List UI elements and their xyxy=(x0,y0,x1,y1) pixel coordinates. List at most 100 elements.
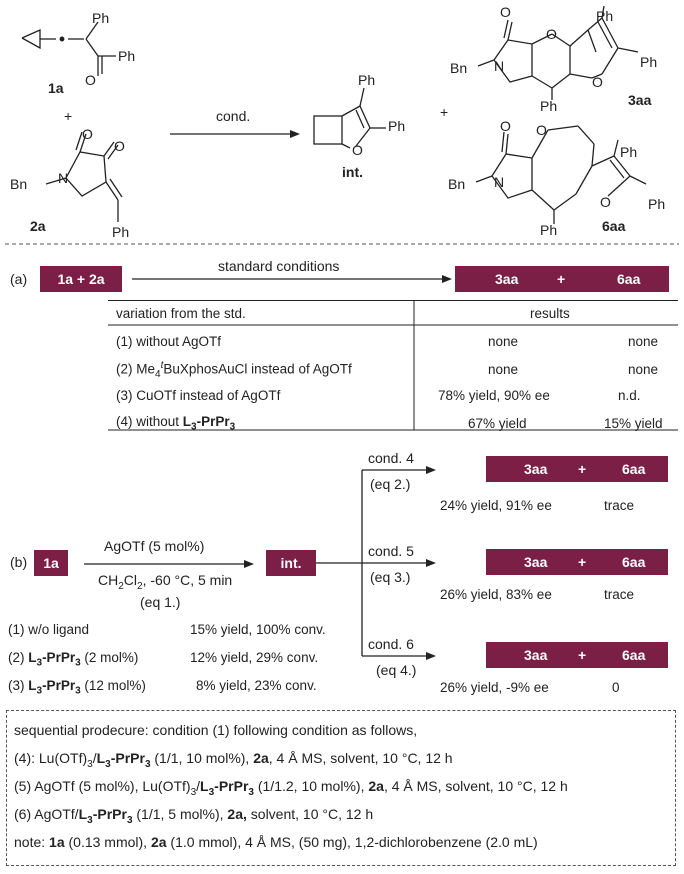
eq2-label: (eq 2.) xyxy=(370,476,411,492)
branch-1-result-3aa: 24% yield, 91% ee xyxy=(440,498,552,513)
part-a-tag: (a) xyxy=(10,271,28,287)
notes-line-1: sequential prodecure: condition (1) foll… xyxy=(14,722,418,738)
structure-1a xyxy=(21,21,116,76)
ligand-row: (3) L3-PrPr3 (12 mol%) xyxy=(8,678,146,697)
o-label: O xyxy=(500,118,511,134)
part-a-start-box: 1a + 2a xyxy=(40,266,122,292)
ligand-result: 12% yield, 29% conv. xyxy=(190,650,319,665)
structure-2a xyxy=(45,131,123,222)
part-a-table-rules xyxy=(108,300,678,431)
o-label: O xyxy=(114,138,125,154)
ph-label: Ph xyxy=(92,10,110,26)
product-6aa: 6aa xyxy=(617,271,641,287)
notes-box xyxy=(6,710,676,866)
notes-line-5: note: 1a (0.13 mmol), 2a (1.0 mmol), 4 Å… xyxy=(14,834,538,850)
header-variation: variation from the std. xyxy=(116,306,246,321)
part-a-product-box: 3aa + 6aa xyxy=(455,266,669,292)
notes-line-2: (4): Lu(OTf)3/L3-PrPr3 (1/1, 10 mol%), 2… xyxy=(14,750,453,770)
structure-int xyxy=(313,87,386,149)
notes-line-4: (6) AgOTf/L3-PrPr3 (1/1, 5 mol%), 2a, so… xyxy=(14,806,374,826)
part-a-arrow-label: standard conditions xyxy=(218,258,340,274)
result-6aa: 15% yield xyxy=(604,416,663,431)
result-3aa: 67% yield xyxy=(468,416,527,431)
product-3aa: 3aa xyxy=(524,461,548,477)
o-label: O xyxy=(546,26,557,42)
product-3aa-label: 3aa xyxy=(628,92,652,108)
plus-sign: + xyxy=(578,461,587,477)
o-label: O xyxy=(536,122,547,138)
ph-label: Ph xyxy=(388,118,406,134)
ph-label: Ph xyxy=(648,196,666,212)
product-3aa: 3aa xyxy=(524,647,548,663)
ligand-name: L3-PrPr3 xyxy=(182,414,236,433)
result-3aa: 78% yield, 90% ee xyxy=(438,388,550,403)
o-label: O xyxy=(500,4,511,20)
cond-4-label: cond. 4 xyxy=(368,450,414,466)
ligand-row: (1) w/o ligand xyxy=(8,622,90,637)
ph-label: Ph xyxy=(358,72,376,88)
branch-1-product-box: 3aa + 6aa xyxy=(486,456,668,482)
ph-label: Ph xyxy=(540,222,558,238)
o-label: O xyxy=(600,194,611,210)
eq1-label: (eq 1.) xyxy=(140,594,181,610)
eq3-label: (eq 3.) xyxy=(370,569,411,585)
plus-sign: + xyxy=(64,108,73,124)
o-label: O xyxy=(82,126,93,142)
cond-label: cond. xyxy=(216,108,251,124)
variation-text: BuXphosAuCl instead of AgOTf xyxy=(163,361,352,377)
o-label: O xyxy=(85,72,96,88)
result-3aa: none xyxy=(488,362,519,377)
compound-2a-label: 2a xyxy=(30,218,46,234)
ph-label: Ph xyxy=(540,98,558,114)
int-box: int. xyxy=(266,550,316,576)
product-3aa: 3aa xyxy=(495,271,519,287)
part-b-start-box: 1a xyxy=(34,550,68,576)
result-6aa: n.d. xyxy=(618,388,641,403)
variation-text: (4) without xyxy=(116,414,183,429)
branch-2-result-3aa: 26% yield, 83% ee xyxy=(440,587,552,602)
variation-text: (1) without AgOTf xyxy=(116,334,222,349)
n-label: N xyxy=(494,174,505,190)
structure-3aa xyxy=(477,5,639,100)
o-label: O xyxy=(592,74,603,90)
branch-1-result-6aa: trace xyxy=(604,498,635,513)
plus-sign: + xyxy=(578,554,587,570)
product-6aa: 6aa xyxy=(622,554,646,570)
plus-sign: + xyxy=(557,271,566,287)
subscript: 4 xyxy=(155,369,161,381)
table-row: (2) Me4tBuXphosAuCl instead of AgOTf xyxy=(116,360,352,380)
ligand-result: 8% yield, 23% conv. xyxy=(196,678,317,693)
n-label: N xyxy=(58,170,69,186)
solvent-label: CH2Cl2, -60 °C, 5 min xyxy=(98,572,233,592)
ph-label: Ph xyxy=(118,48,136,64)
branch-2-result-6aa: trace xyxy=(604,587,635,602)
result-3aa: none xyxy=(488,334,519,349)
plus-sign: + xyxy=(440,104,449,120)
separator-line xyxy=(5,243,679,245)
part-a-arrow xyxy=(132,275,452,283)
branch-3-product-box: 3aa + 6aa xyxy=(486,642,668,668)
cond-6-label: cond. 6 xyxy=(368,636,414,652)
eq4-label: (eq 4.) xyxy=(376,662,417,678)
variation-text: (3) CuOTf instead of AgOTf xyxy=(116,388,281,403)
product-3aa: 3aa xyxy=(524,554,548,570)
compound-1a-label: 1a xyxy=(48,80,64,96)
superscript: t xyxy=(160,360,164,371)
ph-label: Ph xyxy=(596,8,614,24)
bn-label: Bn xyxy=(10,176,28,192)
part-b-arrow-1 xyxy=(84,560,254,568)
table-row: (1) without AgOTf xyxy=(116,334,221,349)
branch-2-product-box: 3aa + 6aa xyxy=(486,549,668,575)
ph-label: Ph xyxy=(620,144,638,160)
header-results: results xyxy=(530,306,570,321)
branch-lines xyxy=(316,466,436,660)
cond-5-label: cond. 5 xyxy=(368,543,414,559)
n-label: N xyxy=(494,58,505,74)
result-6aa: none xyxy=(628,334,659,349)
product-6aa: 6aa xyxy=(622,461,646,477)
reaction-arrow xyxy=(170,130,300,138)
o-label: O xyxy=(352,142,363,158)
bn-label: Bn xyxy=(448,176,466,192)
branch-3-result-6aa: 0 xyxy=(612,680,620,695)
product-6aa-label: 6aa xyxy=(602,218,626,234)
